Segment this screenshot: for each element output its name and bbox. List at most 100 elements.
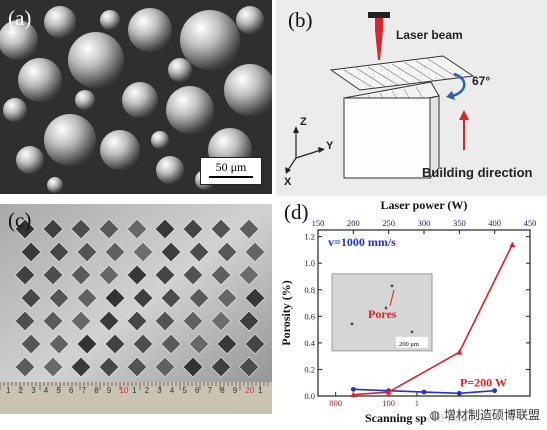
powder-particle	[100, 10, 120, 30]
sample-cube	[70, 218, 92, 240]
sample-cube	[20, 287, 42, 309]
top-tick-label: 150	[312, 218, 325, 228]
laser-beam-label: Laser beam	[396, 28, 463, 42]
powder-particle	[122, 82, 158, 118]
sample-cube	[14, 264, 36, 286]
sample-cube	[154, 310, 176, 332]
data-point	[492, 388, 498, 394]
sample-cube	[98, 264, 120, 286]
panel-label-b: (b)	[288, 8, 313, 32]
ruler-number: 20	[245, 386, 255, 395]
laser-head	[375, 18, 383, 30]
ruler-number: 3	[31, 386, 36, 395]
powder-particle	[75, 90, 95, 110]
sample-cube	[104, 333, 126, 355]
sample-cube	[76, 241, 98, 263]
data-point	[350, 391, 357, 398]
laser-beam-icon	[375, 30, 383, 60]
ruler-number: 8	[220, 386, 225, 395]
powder-particle	[151, 131, 169, 149]
sample-cube	[132, 333, 154, 355]
ruler-number: 1	[6, 386, 11, 395]
sample-cube	[160, 333, 182, 355]
samples-photo	[0, 204, 272, 414]
sample-cube	[42, 264, 64, 286]
sample-cube	[104, 287, 126, 309]
sample-cube	[160, 287, 182, 309]
panel-label-a: (a)	[8, 6, 32, 30]
sample-cube	[70, 310, 92, 332]
y-tick-label: 0.2	[304, 364, 315, 374]
sample-cube	[70, 356, 92, 378]
sample-cube	[20, 241, 42, 263]
y-tick-label: 1.2	[304, 232, 315, 242]
powder-particle	[44, 6, 76, 38]
sample-cube	[210, 218, 232, 240]
y-axis-label: Porosity (%)	[279, 280, 293, 345]
sample-cube	[238, 310, 260, 332]
sample-cube	[244, 333, 266, 355]
ruler-number: 2	[18, 386, 24, 395]
powder-particle	[128, 8, 172, 52]
sample-cube	[216, 241, 238, 263]
sample-cube	[188, 241, 210, 263]
sample-cube	[42, 218, 64, 240]
data-point	[509, 241, 516, 248]
sample-cube	[188, 287, 210, 309]
rotation-arrow-icon	[451, 72, 466, 98]
top-tick-label: 450	[524, 218, 537, 228]
y-tick-label: 0.8	[304, 285, 315, 295]
inset-scale-box	[396, 336, 428, 348]
data-point	[385, 389, 392, 395]
powder-particle	[3, 98, 27, 122]
sample-cube	[126, 218, 148, 240]
scale-bar-label: 50 μm	[215, 160, 247, 174]
sample-cube	[182, 218, 204, 240]
powder-particle	[68, 32, 124, 88]
sample-cube	[76, 287, 98, 309]
watermark: ◍ 增材制造硕博联盟	[426, 405, 543, 424]
sample-cube	[244, 241, 266, 263]
sample-cube	[182, 310, 204, 332]
pore-dot	[350, 322, 354, 326]
pore-dot	[390, 284, 394, 288]
powder-particle	[168, 58, 192, 82]
building-direction-label: Building direction	[422, 165, 533, 180]
ruler-number: 5	[56, 386, 61, 395]
top-tick-label: 250	[382, 218, 395, 228]
sample-cube	[14, 310, 36, 332]
ruler-number: 2	[144, 386, 150, 395]
sample-cube	[126, 310, 148, 332]
sample-cube	[48, 241, 70, 263]
sample-cube	[98, 310, 120, 332]
powder-particle	[156, 156, 184, 184]
ruler-number: 7	[207, 386, 213, 395]
powder-particle	[180, 10, 240, 70]
sample-cube	[210, 310, 232, 332]
y-tick-label: 0.6	[304, 311, 315, 321]
top-tick-label: 400	[488, 218, 501, 228]
pore-dot	[384, 306, 388, 310]
axis-x-label: X	[284, 176, 292, 188]
scale-bar: 50 μm	[200, 157, 262, 185]
watermark-text: 增材制造硕博联盟	[443, 408, 540, 422]
sample-cube	[160, 241, 182, 263]
scan-layer	[329, 55, 475, 91]
ruler-number: 6	[69, 386, 74, 395]
ruler-number: 1	[132, 386, 137, 395]
ruler-number: 3	[157, 386, 162, 395]
powder-particle	[166, 86, 214, 134]
axis-y-label: Y	[326, 140, 334, 152]
y-tick-label: 1.0	[304, 258, 315, 268]
bottom-tick-label: 100	[382, 398, 395, 408]
series-line-1	[353, 244, 514, 396]
sample-cube	[154, 218, 176, 240]
axis-z-label: Z	[300, 116, 307, 128]
sample-cube	[182, 264, 204, 286]
watermark-icon: ◍	[429, 408, 441, 422]
ruler-number: 6	[195, 386, 200, 395]
schematic-diagram	[285, 12, 475, 180]
panel-label-d: (d)	[284, 200, 309, 224]
